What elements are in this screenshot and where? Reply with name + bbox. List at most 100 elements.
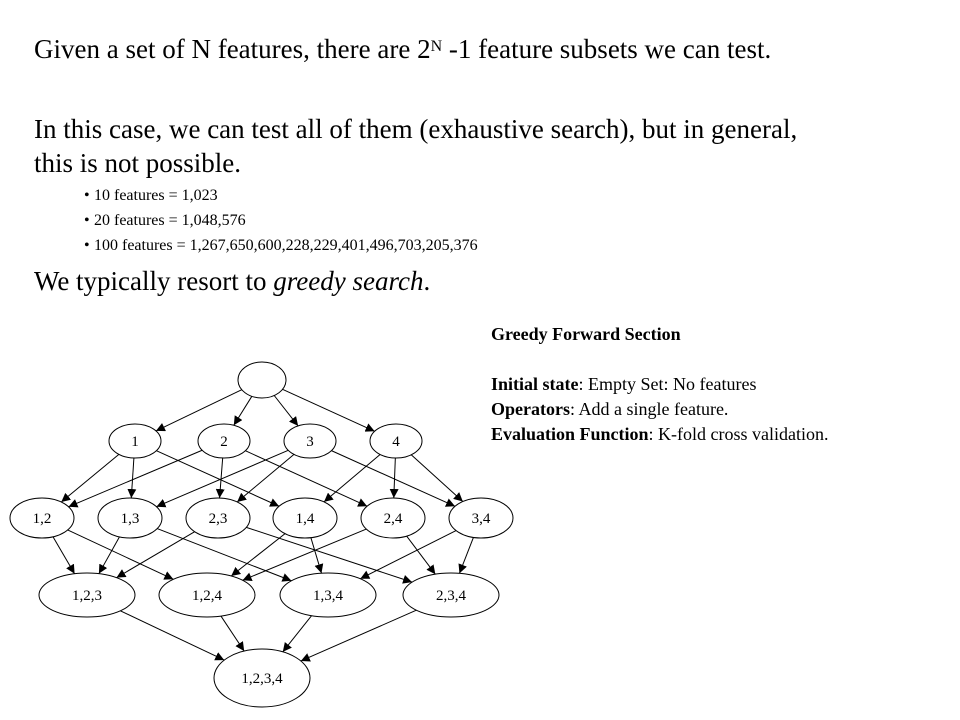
lattice-edge-13-123	[98, 536, 120, 574]
lattice-edge-124-1234	[220, 615, 245, 652]
lattice-node-label: 1,2,3,4	[241, 671, 283, 687]
greedy-heading: Greedy Forward Section	[491, 324, 681, 344]
lattice-edge-123-1234	[120, 610, 225, 661]
lattice-edge-4-24	[389, 457, 399, 499]
initial-state-value: : Empty Set: No features	[578, 374, 757, 394]
lattice-edge-23-123	[116, 531, 195, 579]
lattice-node-label: 4	[392, 434, 400, 450]
exponent-n: N	[430, 38, 443, 55]
bullet-dot-icon: •	[84, 237, 90, 254]
lattice-node-1234: 1,2,3,4	[213, 648, 311, 708]
intro-line-1: Given a set of N features, there are 2N …	[34, 33, 771, 65]
lattice-node-empty	[237, 361, 287, 399]
bullet-item: •10 features = 1,023	[84, 186, 218, 206]
greedy-search-emphasis: greedy search	[273, 266, 424, 296]
lattice-node-2: 2	[197, 423, 251, 459]
intro-line-1-post: -1 feature subsets we can test.	[442, 34, 772, 64]
lattice-node-label: 3,4	[472, 511, 491, 527]
bullet-text: 10 features = 1,023	[94, 187, 218, 204]
lattice-node-label: 2,4	[384, 511, 403, 527]
lattice-edge-2-12	[68, 449, 203, 508]
lattice-node-ellipse	[272, 497, 338, 539]
operators-label: Operators	[491, 399, 570, 419]
lattice-edge-3-23	[236, 454, 295, 503]
lattice-edge-2-23	[215, 457, 225, 499]
lattice-node-ellipse	[237, 361, 287, 399]
lattice-edge-empty-4	[282, 388, 375, 432]
lattice-node-ellipse	[369, 423, 423, 459]
lattice-node-label: 1,3	[121, 511, 140, 527]
lattice-edge-13-134	[156, 528, 292, 582]
lattice-node-label: 2,3,4	[436, 588, 467, 604]
bullet-text: 20 features = 1,048,576	[94, 212, 246, 229]
lattice-node-4: 4	[369, 423, 423, 459]
greedy-operators: Operators: Add a single feature.	[491, 397, 829, 422]
bullet-dot-icon: •	[84, 187, 90, 204]
lattice-edge-empty-3	[273, 395, 299, 427]
lattice-edge-14-134	[310, 537, 324, 574]
evaluation-value: : K-fold cross validation.	[648, 424, 829, 444]
lattice-edges	[52, 388, 474, 662]
lattice-edge-4-34	[410, 454, 464, 502]
evaluation-label: Evaluation Function	[491, 424, 649, 444]
lattice-node-ellipse	[448, 497, 514, 539]
lattice-edge-24-124	[242, 528, 367, 581]
lattice-node-12: 1,2	[9, 497, 75, 539]
bullet-item: •20 features = 1,048,576	[84, 211, 246, 231]
lattice-node-23: 2,3	[185, 497, 251, 539]
lattice-edge-34-134	[360, 530, 457, 580]
lattice-node-label: 2	[220, 434, 228, 450]
intro-line-4-pre: We typically resort to	[34, 266, 274, 296]
intro-line-1-pre: Given a set of N features, there are 2	[34, 34, 431, 64]
lattice-edge-12-124	[67, 529, 174, 580]
lattice-edge-empty-2	[233, 396, 253, 426]
lattice-node-ellipse	[158, 572, 256, 618]
lattice-edge-12-123	[52, 536, 76, 575]
intro-line-3: this is not possible.	[34, 148, 242, 178]
lattice-node-1: 1	[108, 423, 162, 459]
lattice-node-label: 1,3,4	[313, 588, 344, 604]
operators-value: : Add a single feature.	[569, 399, 729, 419]
lattice-edge-234-1234	[300, 609, 417, 662]
lattice-node-134: 1,3,4	[279, 572, 377, 618]
lattice-node-ellipse	[279, 572, 377, 618]
bullet-dot-icon: •	[84, 212, 90, 229]
lattice-edge-1-14	[156, 450, 280, 507]
lattice-node-label: 1,4	[296, 511, 315, 527]
lattice-node-ellipse	[185, 497, 251, 539]
lattice-edge-4-14	[323, 454, 381, 503]
lattice-edge-3-34	[331, 450, 456, 507]
lattice-node-label: 3	[306, 434, 314, 450]
lattice-node-13: 1,3	[97, 497, 163, 539]
lattice-node-234: 2,3,4	[402, 572, 500, 618]
bullet-item: •100 features = 1,267,650,600,228,229,40…	[84, 236, 478, 256]
lattice-node-24: 2,4	[360, 497, 426, 539]
greedy-initial-state: Initial state: Empty Set: No features	[491, 372, 829, 397]
lattice-node-ellipse	[402, 572, 500, 618]
lattice-node-ellipse	[283, 423, 337, 459]
lattice-node-label: 1,2	[33, 511, 52, 527]
lattice-node-3: 3	[283, 423, 337, 459]
lattice-edge-24-234	[406, 535, 436, 575]
lattice-edge-23-234	[246, 526, 413, 584]
intro-line-4-post: .	[423, 266, 431, 296]
initial-state-label: Initial state	[491, 374, 579, 394]
greedy-evaluation: Evaluation Function: K-fold cross valida…	[491, 422, 829, 447]
lattice-node-label: 2,3	[209, 511, 228, 527]
lattice-node-124: 1,2,4	[158, 572, 256, 618]
lattice-nodes: 1 2 3 4 1,2 1,3 2,3 1,4 2,4 3,4 1,2,3 1,2,4 1,3,4 2,3…	[9, 361, 514, 708]
lattice-node-ellipse	[108, 423, 162, 459]
lattice-node-ellipse	[213, 648, 311, 708]
lattice-node-ellipse	[38, 572, 136, 618]
lattice-node-ellipse	[197, 423, 251, 459]
lattice-node-label: 1,2,3	[72, 588, 102, 604]
lattice-node-label: 1,2,4	[192, 588, 223, 604]
lattice-node-123: 1,2,3	[38, 572, 136, 618]
lattice-edge-1-12	[60, 453, 120, 503]
lattice-edge-14-124	[230, 533, 286, 577]
bullet-text: 100 features = 1,267,650,600,228,229,401…	[94, 237, 478, 254]
lattice-edge-1-13	[127, 457, 137, 499]
lattice-node-ellipse	[360, 497, 426, 539]
greedy-description: Greedy Forward Section Initial state: Em…	[491, 322, 829, 447]
